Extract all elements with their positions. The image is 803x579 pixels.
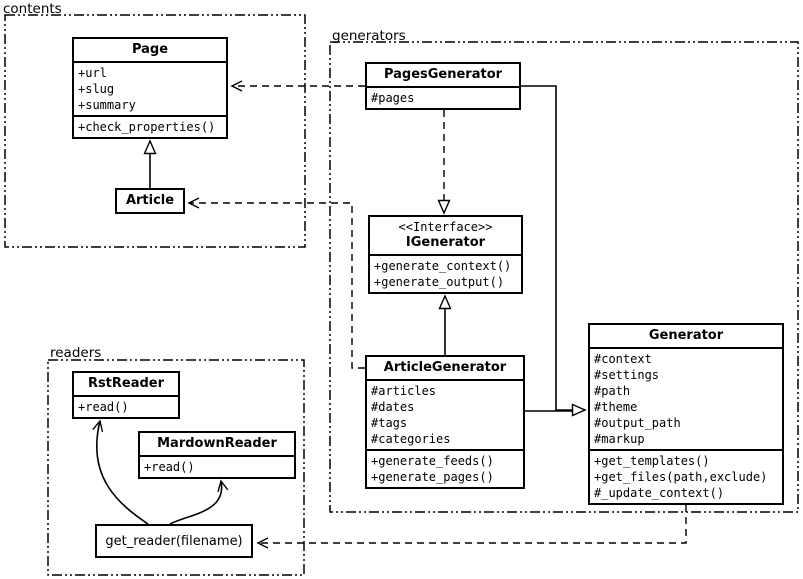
class-articlegenerator: ArticleGenerator #articles #dates #tags … (365, 355, 525, 489)
attribute: #markup (594, 432, 645, 446)
class-igenerator-header: <<Interface>> IGenerator (370, 217, 521, 254)
method: +generate_feeds() (371, 454, 494, 468)
class-generator-methods: +get_templates() +get_files(path,exclude… (590, 449, 782, 503)
dependency-arrow-generator-getreader (256, 505, 687, 549)
class-page-methods: +check_properties() (74, 115, 226, 137)
class-pagesgenerator: PagesGenerator #pages (365, 62, 521, 110)
class-generator-attributes: #context #settings #path #theme #output_… (590, 347, 782, 449)
function-node-label: get_reader(filename) (105, 533, 243, 549)
class-page: Page +url +slug +summary +check_properti… (72, 37, 228, 139)
attribute: #output_path (594, 416, 681, 430)
package-label-readers: readers (50, 345, 102, 361)
attribute: #path (594, 384, 631, 398)
interface-stereotype: <<Interface>> (398, 220, 493, 234)
class-article: Article (115, 188, 185, 214)
class-igenerator-methods: +generate_context() +generate_output() (370, 254, 521, 292)
call-arrow-getreader-rstreader (92, 419, 149, 525)
attribute: #settings (594, 368, 660, 382)
inheritance-arrow-pagesgenerator-generator (521, 85, 587, 417)
method: +read() (144, 460, 195, 474)
attribute: +slug (78, 82, 115, 96)
attribute: +summary (78, 98, 136, 112)
class-rstreader-methods: +read() (74, 395, 178, 417)
class-articlegenerator-attributes: #articles #dates #tags #categories (367, 379, 523, 449)
method: +check_properties() (78, 120, 216, 134)
method: #_update_context() (594, 486, 725, 500)
class-mardownreader-methods: +read() (140, 455, 294, 477)
class-mardownreader-name: MardownReader (157, 436, 277, 451)
class-igenerator: <<Interface>> IGenerator +generate_conte… (368, 215, 523, 294)
class-rstreader: RstReader +read() (72, 371, 180, 419)
class-generator: Generator #context #settings #path #them… (588, 323, 784, 505)
package-label-generators: generators (332, 28, 406, 44)
class-page-attributes: +url +slug +summary (74, 61, 226, 115)
package-border-contents (4, 14, 306, 248)
method: +generate_context() (374, 259, 512, 273)
class-generator-name: Generator (648, 328, 724, 343)
class-mardownreader: MardownReader +read() (138, 431, 296, 479)
package-label-contents: contents (3, 1, 62, 17)
attribute: +url (78, 66, 107, 80)
attribute: #pages (371, 91, 415, 105)
class-page-name: Page (131, 42, 169, 57)
class-rstreader-name: RstReader (87, 376, 165, 391)
method: +generate_output() (374, 275, 505, 289)
dependency-arrow-articlegenerator-article (187, 197, 365, 369)
method: +get_files(path,exclude) (594, 470, 768, 484)
package-border-generators (329, 41, 799, 513)
package-border-readers (47, 359, 305, 576)
attribute: #categories (371, 432, 451, 446)
attribute: #tags (371, 416, 408, 430)
call-arrow-getreader-mardownreader (169, 479, 229, 525)
method: +read() (78, 400, 129, 414)
attribute: #articles (371, 384, 437, 398)
class-pagesgenerator-name: PagesGenerator (383, 67, 503, 82)
class-pagesgenerator-attributes: #pages (367, 86, 519, 108)
class-articlegenerator-methods: +generate_feeds() +generate_pages() (367, 449, 523, 487)
class-articlegenerator-name: ArticleGenerator (383, 360, 507, 375)
class-igenerator-name: IGenerator (405, 235, 486, 250)
function-node-get-reader: get_reader(filename) (95, 524, 253, 558)
attribute: #theme (594, 400, 638, 414)
attribute: #dates (371, 400, 415, 414)
attribute: #context (594, 352, 652, 366)
class-article-name: Article (125, 193, 175, 208)
method: +generate_pages() (371, 470, 494, 484)
method: +get_templates() (594, 454, 710, 468)
